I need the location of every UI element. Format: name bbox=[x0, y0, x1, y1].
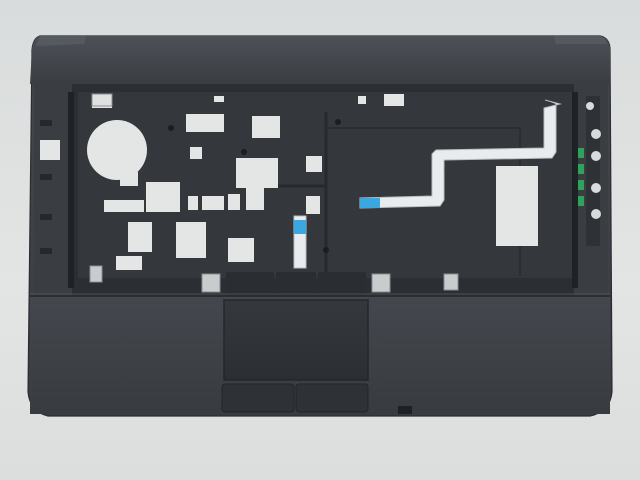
metal-brackets bbox=[89, 93, 459, 293]
left-clips bbox=[40, 120, 52, 254]
led-strip bbox=[578, 96, 601, 246]
touchpad-buttons bbox=[221, 383, 412, 414]
frame-openings bbox=[40, 94, 538, 270]
touchpad bbox=[223, 299, 369, 381]
ribbon-cable bbox=[293, 99, 562, 269]
